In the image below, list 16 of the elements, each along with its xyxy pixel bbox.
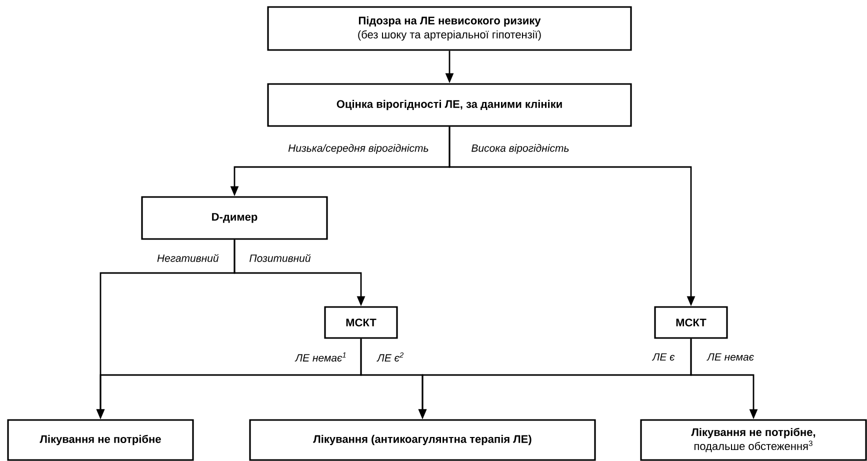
process-box: МСКТ (654, 306, 728, 339)
edge-label: Позитивний (248, 253, 312, 263)
edge-label: Негативний (156, 253, 220, 263)
process-box: D-димер (141, 196, 328, 240)
edge-label: ЛЕ немає$^{1}$ (294, 351, 348, 363)
edge-label: Висока вірогідність (470, 143, 570, 155)
process-box: Підозра на ЛЕ невисокого ризику (без шоку та артеріальної гіпотензії) (267, 6, 632, 51)
process-box: Лікування не потрібне, подальше обстеження$^{3}$ (640, 419, 867, 461)
edge-label: ЛЕ немає (706, 352, 756, 362)
process-box: Лікування (антикоагулянтна терапія ЛЕ) (249, 419, 596, 461)
edge-label: ЛЕ є (651, 352, 676, 362)
edge-label: Низька/середня вірогідність (287, 143, 430, 155)
process-box: МСКТ (324, 306, 398, 339)
process-box: Оцінка вірогідності ЛЕ, за даними клініки (267, 83, 632, 127)
process-box: Лікування не потрібне (7, 419, 194, 461)
edge-label: ЛЕ є$^{2}$ (376, 351, 406, 363)
